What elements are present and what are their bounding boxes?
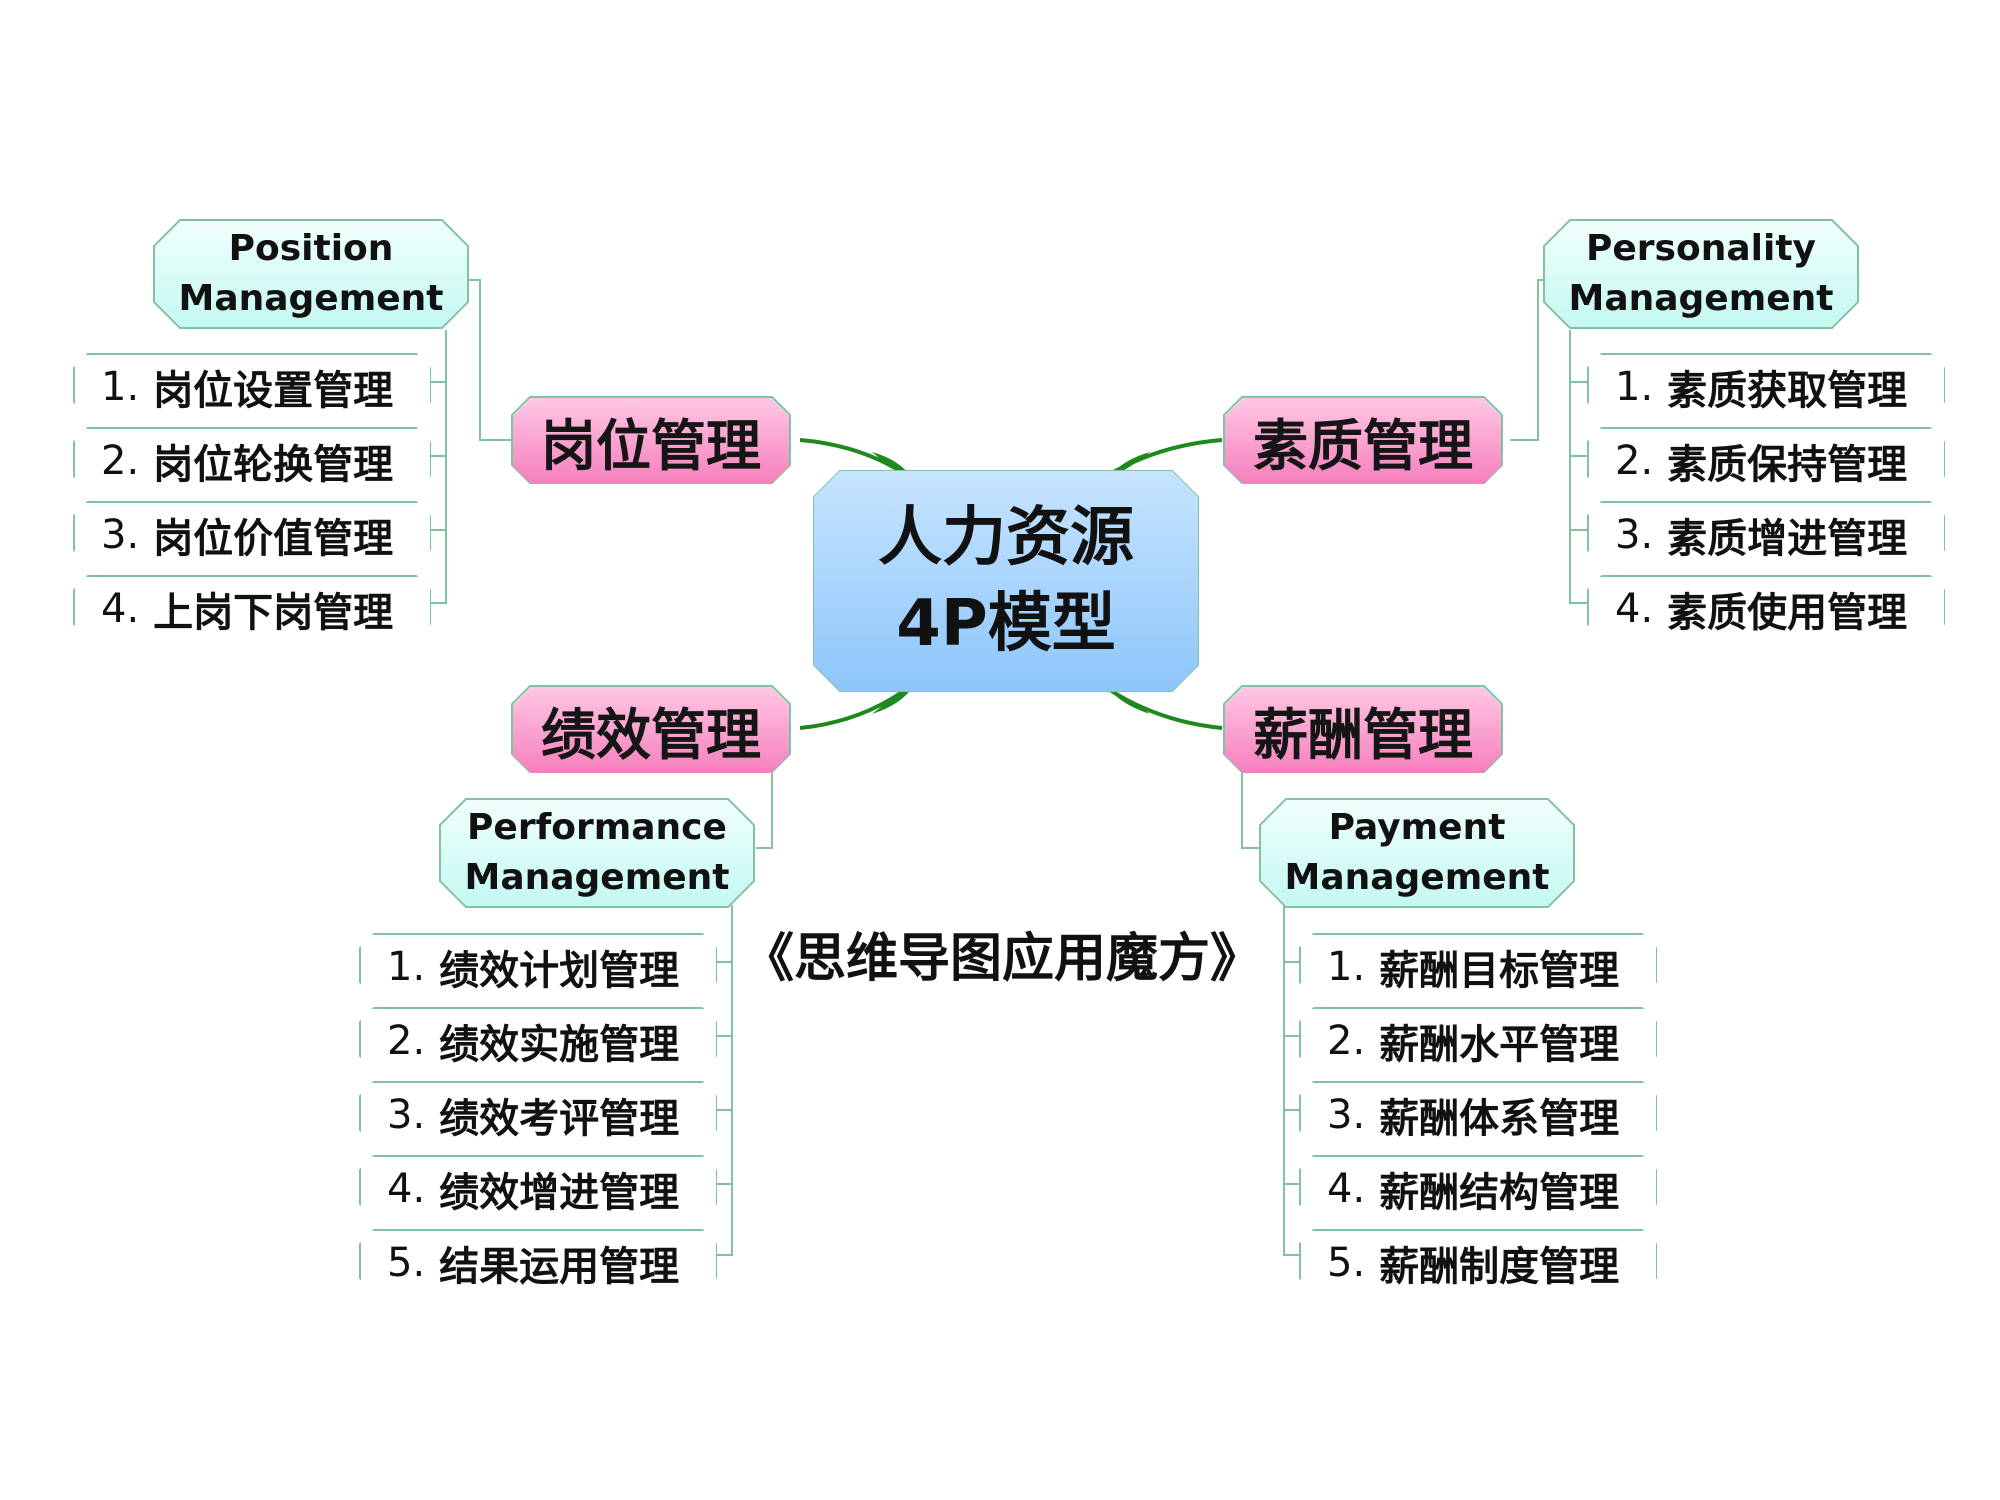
subtopic-position-line1: Position	[228, 228, 394, 269]
item-number: 4.	[101, 586, 140, 632]
branch-position[interactable]: 岗位管理	[513, 398, 789, 484]
list-item[interactable]: 4. 薪酬结构管理	[1301, 1157, 1656, 1221]
subtopic-personality-line2: Management	[1568, 278, 1834, 319]
list-item[interactable]: 2. 绩效实施管理	[361, 1009, 716, 1073]
list-item[interactable]: 1. 岗位设置管理	[75, 355, 430, 419]
branch-personality-label: 素质管理	[1252, 414, 1473, 478]
connector-performance	[799, 688, 907, 730]
item-label: 薪酬目标管理	[1379, 948, 1620, 994]
item-number: 5.	[1327, 1240, 1366, 1286]
list-item[interactable]: 4. 绩效增进管理	[361, 1157, 716, 1221]
branch-payment-label: 薪酬管理	[1252, 703, 1473, 767]
item-number: 1.	[1327, 944, 1366, 990]
branch-payment[interactable]: 薪酬管理	[1225, 687, 1501, 773]
subtopic-personality-management[interactable]: Personality Management	[1545, 221, 1857, 327]
item-label: 薪酬结构管理	[1379, 1170, 1620, 1216]
item-number: 2.	[1327, 1018, 1366, 1064]
connector-payment	[1108, 688, 1223, 730]
subtopic-position-line2: Management	[178, 278, 444, 319]
item-label: 岗位设置管理	[153, 368, 394, 414]
diagram-title: 《思维导图应用魔方》	[741, 928, 1262, 989]
item-number: 3.	[101, 512, 140, 558]
branch-personality[interactable]: 素质管理	[1225, 398, 1501, 484]
branch-performance[interactable]: 绩效管理	[513, 687, 789, 773]
subtopic-personality-line1: Personality	[1586, 228, 1816, 269]
list-item[interactable]: 1. 素质获取管理	[1589, 355, 1944, 419]
item-number: 3.	[387, 1092, 426, 1138]
item-number: 1.	[1615, 364, 1654, 410]
item-label: 绩效计划管理	[439, 948, 680, 994]
item-number: 1.	[101, 364, 140, 410]
list-item[interactable]: 4. 上岗下岗管理	[75, 577, 430, 641]
list-item[interactable]: 4. 素质使用管理	[1589, 577, 1944, 641]
item-label: 薪酬水平管理	[1379, 1022, 1620, 1068]
list-item[interactable]: 2. 薪酬水平管理	[1301, 1009, 1656, 1073]
item-number: 5.	[387, 1240, 426, 1286]
item-label: 岗位轮换管理	[153, 442, 394, 488]
item-label: 绩效增进管理	[439, 1170, 680, 1216]
list-item[interactable]: 3. 岗位价值管理	[75, 503, 430, 567]
item-label: 绩效实施管理	[439, 1022, 680, 1068]
item-number: 1.	[387, 944, 426, 990]
item-number: 3.	[1327, 1092, 1366, 1138]
item-number: 4.	[1327, 1166, 1366, 1212]
item-number: 4.	[1615, 586, 1654, 632]
central-topic-line2: 4P模型	[896, 587, 1116, 661]
item-number: 4.	[387, 1166, 426, 1212]
connector-position	[799, 438, 907, 476]
item-number: 2.	[1615, 438, 1654, 484]
item-label: 素质保持管理	[1667, 442, 1908, 488]
item-label: 岗位价值管理	[153, 516, 394, 562]
subtopic-performance-line2: Management	[464, 857, 730, 898]
item-label: 薪酬体系管理	[1379, 1096, 1620, 1142]
list-item[interactable]: 2. 素质保持管理	[1589, 429, 1944, 493]
central-topic[interactable]: 人力资源 4P模型	[814, 471, 1198, 691]
subtopic-payment-management[interactable]: Payment Management	[1261, 800, 1573, 906]
list-item[interactable]: 2. 岗位轮换管理	[75, 429, 430, 493]
item-label: 上岗下岗管理	[153, 590, 394, 636]
list-item[interactable]: 5. 薪酬制度管理	[1301, 1231, 1656, 1295]
subtopic-payment-line2: Management	[1284, 857, 1550, 898]
item-label: 绩效考评管理	[439, 1096, 680, 1142]
item-label: 薪酬制度管理	[1379, 1244, 1620, 1290]
list-item[interactable]: 1. 薪酬目标管理	[1301, 935, 1656, 999]
list-item[interactable]: 1. 绩效计划管理	[361, 935, 716, 999]
branch-position-label: 岗位管理	[540, 414, 761, 478]
item-label: 素质获取管理	[1667, 368, 1908, 414]
list-item[interactable]: 3. 薪酬体系管理	[1301, 1083, 1656, 1147]
item-number: 3.	[1615, 512, 1654, 558]
item-label: 结果运用管理	[439, 1244, 680, 1290]
branch-performance-label: 绩效管理	[540, 703, 761, 767]
subtopic-performance-management[interactable]: Performance Management	[441, 800, 753, 906]
connector-personality	[1108, 438, 1223, 476]
subtopic-payment-line1: Payment	[1328, 807, 1506, 848]
item-label: 素质使用管理	[1667, 590, 1908, 636]
list-item[interactable]: 3. 素质增进管理	[1589, 503, 1944, 567]
item-number: 2.	[101, 438, 140, 484]
central-topic-line1: 人力资源	[878, 501, 1134, 575]
list-item[interactable]: 3. 绩效考评管理	[361, 1083, 716, 1147]
item-number: 2.	[387, 1018, 426, 1064]
subtopic-position-management[interactable]: Position Management	[155, 221, 467, 327]
item-label: 素质增进管理	[1667, 516, 1908, 562]
list-item[interactable]: 5. 结果运用管理	[361, 1231, 716, 1295]
subtopic-performance-line1: Performance	[467, 807, 727, 848]
